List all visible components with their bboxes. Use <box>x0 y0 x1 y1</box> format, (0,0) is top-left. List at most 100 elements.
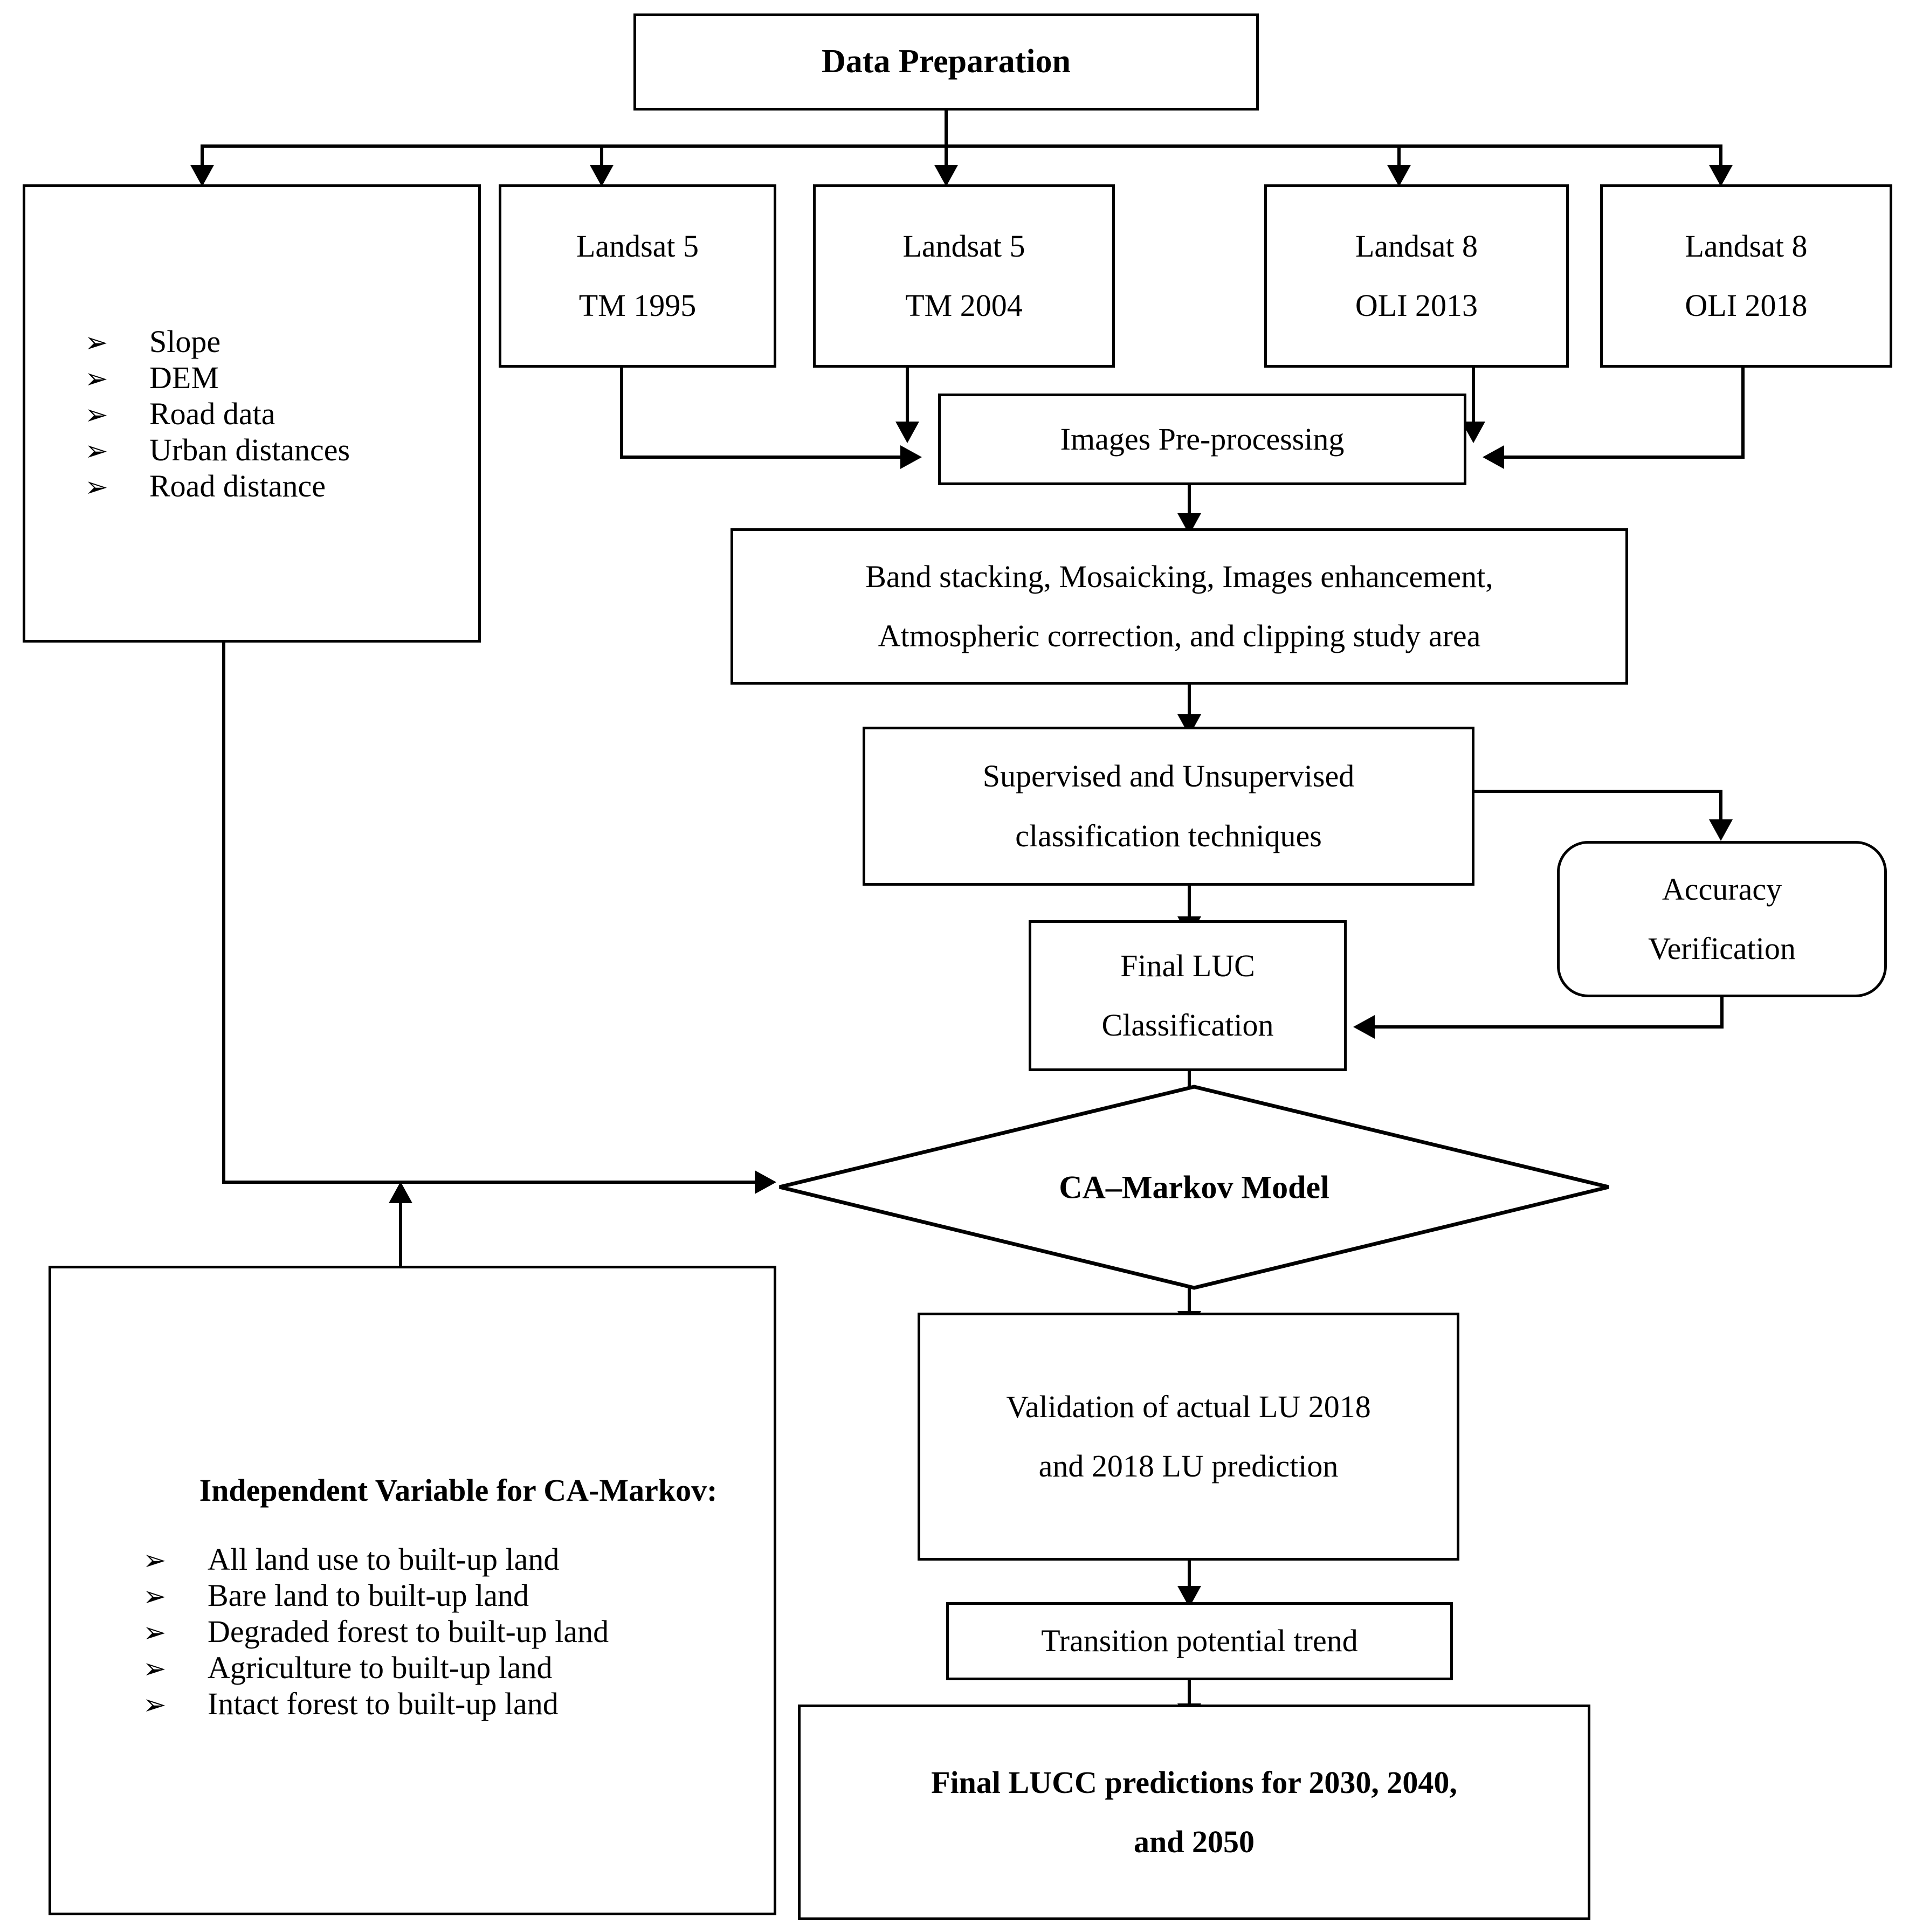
list-item-label: Intact forest to built-up land <box>208 1686 559 1721</box>
list-item[interactable]: ➢ Slope <box>85 323 478 360</box>
arrowhead-l5-2004-into-preprocessing <box>895 422 919 443</box>
node-preprocessing-steps-line1: Band stacking, Mosaicking, Images enhanc… <box>865 558 1493 594</box>
node-ancillary-data[interactable]: ➢ Slope ➢ DEM ➢ Road data ➢ Urban distan… <box>23 184 481 643</box>
node-landsat8-2018-line1: Landsat 8 <box>1685 228 1808 264</box>
node-validation-line1: Validation of actual LU 2018 <box>1006 1389 1371 1424</box>
connector-camarkov-to-validation <box>1188 1288 1191 1314</box>
list-item-label: All land use to built-up land <box>208 1542 560 1577</box>
list-item-label: Slope <box>149 323 221 359</box>
node-landsat8-2013-line2: OLI 2013 <box>1355 288 1478 323</box>
node-classification-techniques[interactable]: Supervised and Unsupervised classificati… <box>863 727 1474 886</box>
node-landsat8-2013-line1: Landsat 8 <box>1355 228 1478 264</box>
node-classification-line2: classification techniques <box>1015 818 1322 853</box>
node-final-lucc-predictions[interactable]: Final LUCC predictions for 2030, 2040, a… <box>798 1705 1590 1920</box>
node-ca-markov-model[interactable]: CA–Markov Model <box>776 1084 1612 1291</box>
node-accuracy-verification[interactable]: Accuracy Verification <box>1557 841 1887 997</box>
arrowhead-into-accuracy <box>1709 819 1733 841</box>
connector-distribution-bus <box>201 144 1721 148</box>
node-validation[interactable]: Validation of actual LU 2018 and 2018 LU… <box>918 1313 1459 1561</box>
arrow-bullet-icon: ➢ <box>85 472 108 503</box>
arrow-bullet-icon: ➢ <box>85 327 108 358</box>
node-landsat5-2004-line2: TM 2004 <box>905 288 1023 323</box>
node-final-luc-line1: Final LUC <box>1120 948 1255 983</box>
list-item[interactable]: ➢ Road data <box>85 396 478 432</box>
connector-steps-to-classification <box>1188 685 1191 717</box>
node-preprocessing-steps-line2: Atmospheric correction, and clipping stu… <box>878 618 1481 653</box>
ancillary-data-list: ➢ Slope ➢ DEM ➢ Road data ➢ Urban distan… <box>85 323 478 504</box>
connector-l5-2004-down <box>906 368 909 425</box>
arrowhead-l8-2018-into-preprocessing <box>1483 445 1504 469</box>
node-landsat8-2018[interactable]: Landsat 8 OLI 2018 <box>1600 184 1892 368</box>
node-accuracy-verification-line2: Verification <box>1648 931 1796 966</box>
node-final-luc-line2: Classification <box>1101 1008 1274 1043</box>
node-independent-variable[interactable]: Independent Variable for CA-Markov: ➢ Al… <box>49 1266 776 1915</box>
list-item-label: DEM <box>149 360 219 395</box>
arrow-bullet-icon: ➢ <box>85 436 108 467</box>
node-landsat5-2004[interactable]: Landsat 5 TM 2004 <box>813 184 1115 368</box>
list-item-label: Bare land to built-up land <box>208 1578 529 1613</box>
node-landsat5-1995[interactable]: Landsat 5 TM 1995 <box>499 184 776 368</box>
node-final-predictions-line2: and 2050 <box>1133 1824 1255 1859</box>
node-ca-markov-model-label: CA–Markov Model <box>1059 1169 1329 1205</box>
arrow-bullet-icon: ➢ <box>143 1654 167 1685</box>
independent-variable-heading-line1: Independent Variable for <box>199 1473 536 1508</box>
connector-drop-l8-2018 <box>1719 144 1722 170</box>
independent-variable-heading: Independent Variable for CA-Markov: <box>143 1459 774 1522</box>
node-final-predictions-line1: Final LUCC predictions for 2030, 2040, <box>931 1764 1457 1800</box>
node-images-preprocessing-label: Images Pre-processing <box>1060 421 1345 457</box>
node-images-preprocessing[interactable]: Images Pre-processing <box>938 394 1466 485</box>
connector-dataprep-trunk <box>945 111 948 147</box>
connector-drop-ancillary <box>201 144 204 170</box>
arrow-bullet-icon: ➢ <box>143 1582 167 1612</box>
node-transition-potential-trend[interactable]: Transition potential trend <box>946 1602 1453 1680</box>
arrow-bullet-icon: ➢ <box>143 1690 167 1721</box>
connector-preprocessing-to-steps <box>1188 485 1191 516</box>
list-item-label: Road data <box>149 396 275 431</box>
connector-finalluc-to-camarkov <box>1188 1071 1191 1093</box>
list-item[interactable]: ➢ Agriculture to built-up land <box>143 1650 774 1686</box>
node-landsat5-2004-line1: Landsat 5 <box>902 228 1025 264</box>
node-landsat5-1995-line2: TM 1995 <box>578 288 697 323</box>
independent-variable-list: ➢ All land use to built-up land ➢ Bare l… <box>143 1541 774 1722</box>
connector-l8-2013-down <box>1472 368 1475 425</box>
connector-classification-to-accuracy <box>1474 790 1722 793</box>
node-preprocessing-steps[interactable]: Band stacking, Mosaicking, Images enhanc… <box>730 528 1628 685</box>
arrowhead-independentvar-into-camarkov-line <box>389 1182 412 1203</box>
node-data-preparation-label: Data Preparation <box>821 43 1071 80</box>
connector-drop-l5-2004 <box>945 144 948 170</box>
node-landsat5-1995-line1: Landsat 5 <box>576 228 699 264</box>
independent-variable-heading-line2: CA-Markov: <box>543 1473 718 1508</box>
list-item-label: Degraded forest to built-up land <box>208 1614 609 1649</box>
node-final-luc-classification[interactable]: Final LUC Classification <box>1029 920 1347 1071</box>
connector-ancillary-to-camarkov <box>222 1181 761 1184</box>
node-landsat8-2013[interactable]: Landsat 8 OLI 2013 <box>1264 184 1569 368</box>
diamond-shape <box>779 1085 1609 1290</box>
arrowhead-accuracy-into-finalluc <box>1353 1015 1375 1039</box>
node-accuracy-verification-line1: Accuracy <box>1662 871 1782 907</box>
arrowhead-drop-l5-1995 <box>590 165 614 187</box>
connector-ancillary-down <box>222 643 225 1183</box>
list-item[interactable]: ➢ All land use to built-up land <box>143 1541 774 1577</box>
arrowhead-drop-l8-2013 <box>1387 165 1411 187</box>
list-item[interactable]: ➢ Road distance <box>85 468 478 504</box>
node-validation-line2: and 2018 LU prediction <box>1038 1448 1339 1484</box>
list-item[interactable]: ➢ DEM <box>85 360 478 396</box>
arrowhead-ancillary-into-camarkov <box>755 1170 776 1194</box>
connector-drop-l5-1995 <box>600 144 603 170</box>
connector-l8-2018-left <box>1504 456 1745 459</box>
list-item[interactable]: ➢ Intact forest to built-up land <box>143 1686 774 1722</box>
arrow-bullet-icon: ➢ <box>143 1545 167 1576</box>
connector-independentvar-up <box>399 1203 402 1267</box>
node-data-preparation[interactable]: Data Preparation <box>633 13 1259 111</box>
connector-classification-to-finalluc <box>1188 886 1191 919</box>
connector-l8-2018-down <box>1741 368 1745 457</box>
list-item[interactable]: ➢ Bare land to built-up land <box>143 1577 774 1613</box>
list-item[interactable]: ➢ Degraded forest to built-up land <box>143 1613 774 1650</box>
list-item[interactable]: ➢ Urban distances <box>85 432 478 468</box>
arrowhead-drop-l8-2018 <box>1709 165 1733 187</box>
node-transition-potential-label: Transition potential trend <box>1041 1623 1358 1659</box>
arrowhead-l5-1995-into-preprocessing <box>900 445 922 469</box>
connector-validation-to-transition <box>1188 1561 1191 1589</box>
list-item-label: Road distance <box>149 468 326 503</box>
connector-transition-to-predictions <box>1188 1680 1191 1706</box>
